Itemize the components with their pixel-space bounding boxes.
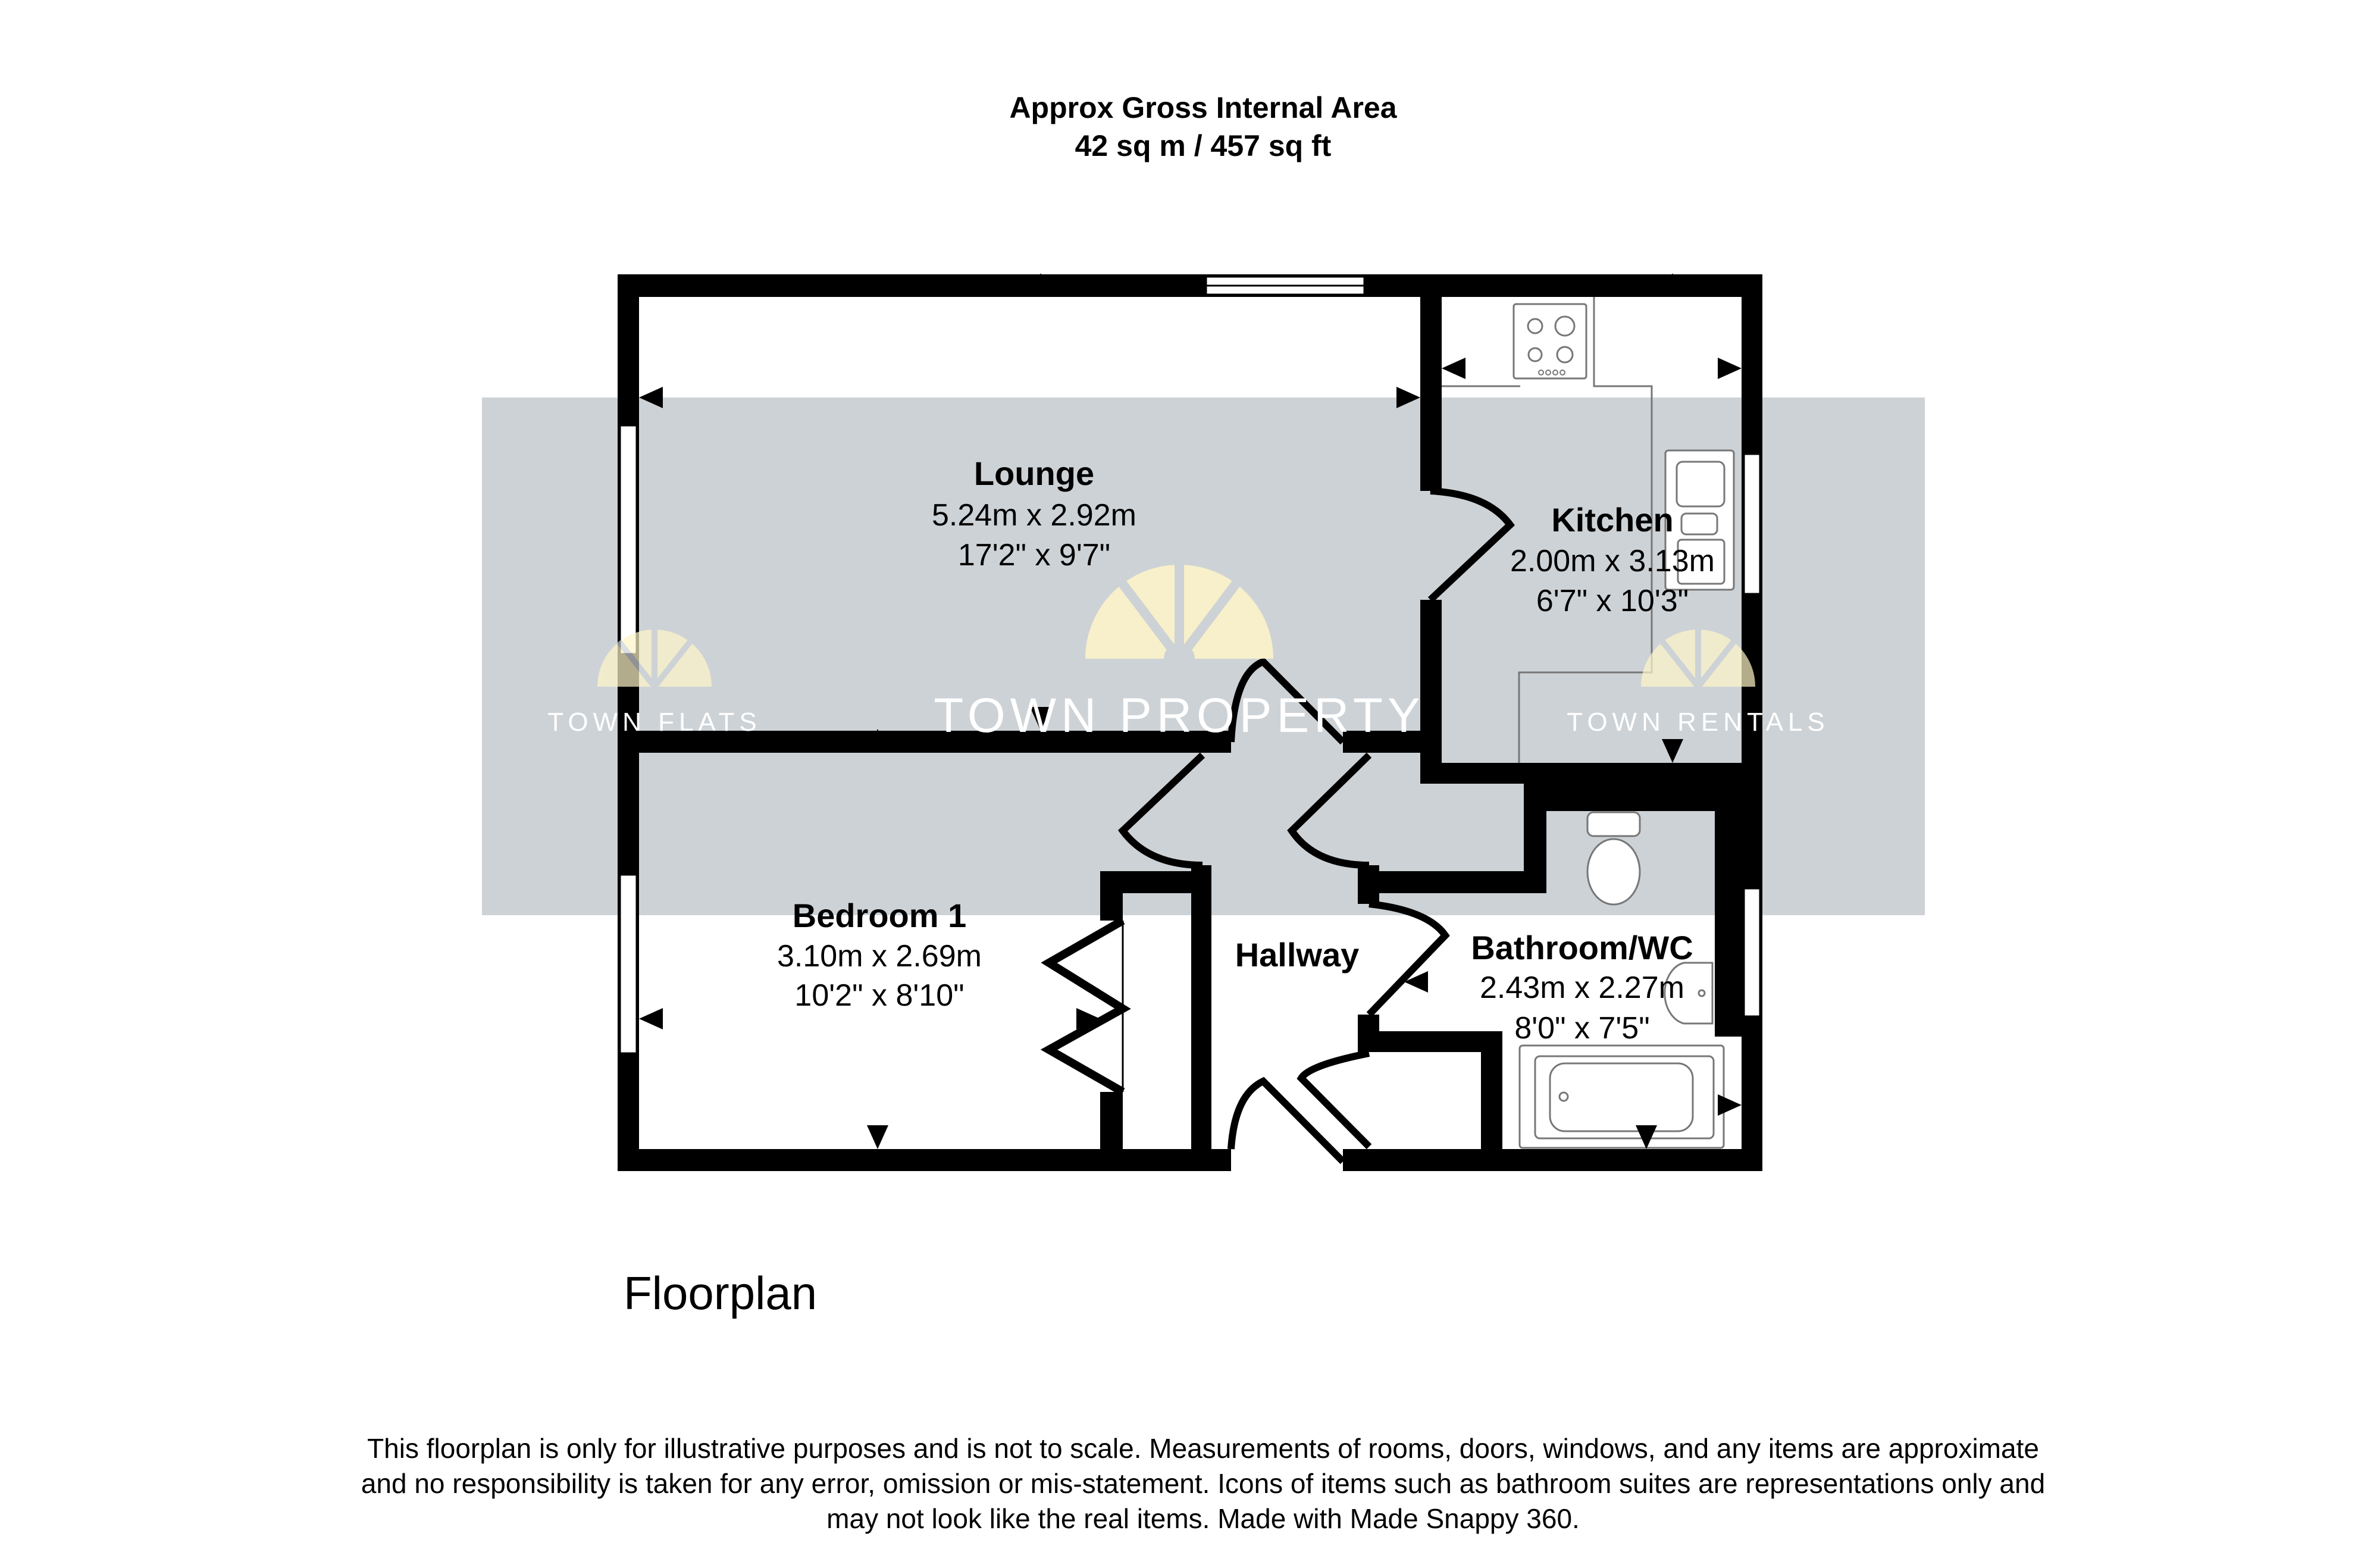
bathroom-name: Bathroom/WC bbox=[1471, 929, 1693, 966]
bathtub-icon bbox=[1518, 1044, 1725, 1149]
watermark-town-rentals: TOWN RENTALS bbox=[1567, 708, 1830, 737]
door-bathroom bbox=[1366, 900, 1450, 1018]
window-lounge-left bbox=[619, 424, 638, 655]
dimension-arrow-icon bbox=[867, 729, 888, 753]
dimension-arrow-icon bbox=[1636, 1125, 1657, 1149]
disclaimer-line-1: This floorplan is only for illustrative … bbox=[367, 1433, 2039, 1464]
lounge-metric: 5.24m x 2.92m bbox=[932, 498, 1136, 533]
dimension-arrows bbox=[639, 273, 1742, 1149]
hob-icon bbox=[1512, 303, 1587, 380]
toilet-icon bbox=[1586, 811, 1641, 906]
lounge-name: Lounge bbox=[974, 455, 1094, 492]
floor-label: Floorplan bbox=[624, 1267, 817, 1319]
dimension-arrow-icon bbox=[639, 1008, 663, 1029]
watermark-town-property: TOWN PROPERTY bbox=[934, 688, 1424, 743]
dimension-arrow-icon bbox=[639, 387, 663, 408]
dimension-arrow-icon bbox=[1718, 1094, 1742, 1116]
logo-sunburst-center bbox=[1085, 565, 1273, 674]
logo-sunburst-right bbox=[1641, 630, 1755, 689]
kitchen-imperial: 6'7" x 10'3" bbox=[1536, 584, 1689, 618]
doors bbox=[1040, 487, 1515, 1165]
windows bbox=[619, 276, 1761, 1054]
door-front bbox=[1227, 1076, 1346, 1165]
door-cupboard bbox=[1297, 1050, 1372, 1150]
window-kitchen-right bbox=[1743, 453, 1761, 595]
disclaimer-line-3: may not look like the real items. Made w… bbox=[826, 1503, 1580, 1534]
kitchen-name: Kitchen bbox=[1551, 501, 1673, 539]
window-bathroom-right bbox=[1743, 887, 1761, 1018]
door-kitchen bbox=[1427, 487, 1515, 603]
logo-sunburst-left bbox=[597, 630, 712, 689]
dimension-arrow-icon bbox=[1396, 387, 1420, 408]
dimension-arrow-icon bbox=[1662, 739, 1683, 763]
sink-icon bbox=[1664, 449, 1735, 591]
dimension-arrow-icon bbox=[867, 1125, 888, 1149]
bathroom-metric: 2.43m x 2.27m bbox=[1480, 971, 1684, 1005]
dimension-arrow-icon bbox=[1662, 273, 1683, 297]
bathroom-imperial: 8'0" x 7'5" bbox=[1514, 1011, 1649, 1046]
kitchen-metric: 2.00m x 3.13m bbox=[1510, 544, 1715, 578]
watermark-town-flats: TOWN FLATS bbox=[547, 708, 762, 737]
bedroom-name: Bedroom 1 bbox=[793, 897, 967, 934]
lounge-imperial: 17'2" x 9'7" bbox=[958, 538, 1110, 572]
window-bedroom-left bbox=[619, 874, 638, 1054]
dimension-arrow-icon bbox=[1718, 358, 1742, 379]
area-title: Approx Gross Internal Area bbox=[1009, 91, 1397, 124]
dimension-arrow-icon bbox=[1076, 1008, 1100, 1029]
door-bedroom bbox=[1118, 752, 1205, 869]
bifold-wardrobe-doors bbox=[1040, 916, 1131, 1096]
dimension-arrow-icon bbox=[1030, 273, 1051, 297]
bedroom-imperial: 10'2" x 8'10" bbox=[794, 978, 964, 1013]
dimension-arrow-icon bbox=[1404, 971, 1428, 993]
hallway-name: Hallway bbox=[1235, 936, 1360, 974]
door-hall-inner bbox=[1287, 752, 1372, 869]
disclaimer-line-2: and no responsibility is taken for any e… bbox=[361, 1468, 2045, 1499]
door-lounge bbox=[1227, 658, 1346, 745]
area-value: 42 sq m / 457 sq ft bbox=[1075, 129, 1332, 162]
dimension-arrow-icon bbox=[1442, 358, 1465, 379]
kitchen-counter bbox=[1442, 297, 1653, 763]
bedroom-metric: 3.10m x 2.69m bbox=[777, 939, 982, 974]
dimension-arrow-icon bbox=[1636, 787, 1657, 811]
basin-icon bbox=[1664, 962, 1714, 1025]
dimension-arrow-icon bbox=[1030, 707, 1051, 731]
